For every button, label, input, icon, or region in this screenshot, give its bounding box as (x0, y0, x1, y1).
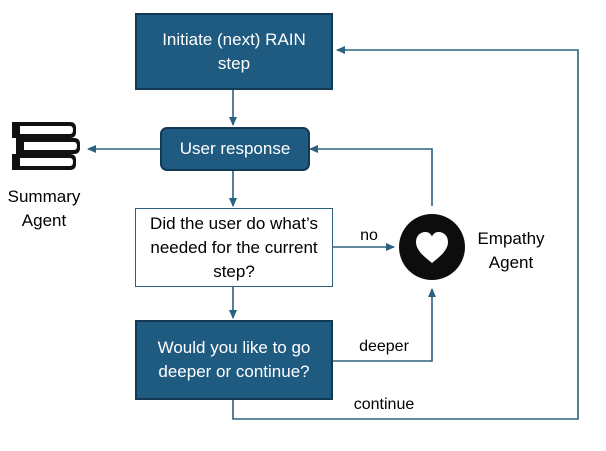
edge-label-continue: continue (353, 396, 415, 413)
arrow-choice-to-empathy (333, 288, 436, 362)
node-user-response-label: User response (179, 139, 291, 158)
empathy-agent-label: Empathy Agent (477, 229, 545, 272)
node-deeper-or-continue-label: Would you like to go deeper or continue? (157, 338, 311, 381)
node-user-response: User response (160, 127, 310, 171)
edge-label-deeper: deeper (359, 338, 409, 355)
arrow-empathy-to-response (309, 145, 433, 206)
node-deeper-or-continue: Would you like to go deeper or continue? (135, 320, 333, 400)
heart-circle-icon (399, 214, 465, 280)
books-stack-icon (12, 122, 80, 170)
node-check-step: Did the user do what’s needed for the cu… (135, 208, 333, 287)
arrow-choice-to-initiate (232, 46, 579, 420)
node-check-step-label: Did the user do what’s needed for the cu… (150, 213, 318, 281)
node-initiate-step: Initiate (next) RAIN step (135, 13, 333, 90)
edge-label-no: no (360, 227, 378, 244)
summary-agent-label: Summary Agent (7, 187, 81, 230)
node-initiate-step-label: Initiate (next) RAIN step (162, 29, 306, 73)
